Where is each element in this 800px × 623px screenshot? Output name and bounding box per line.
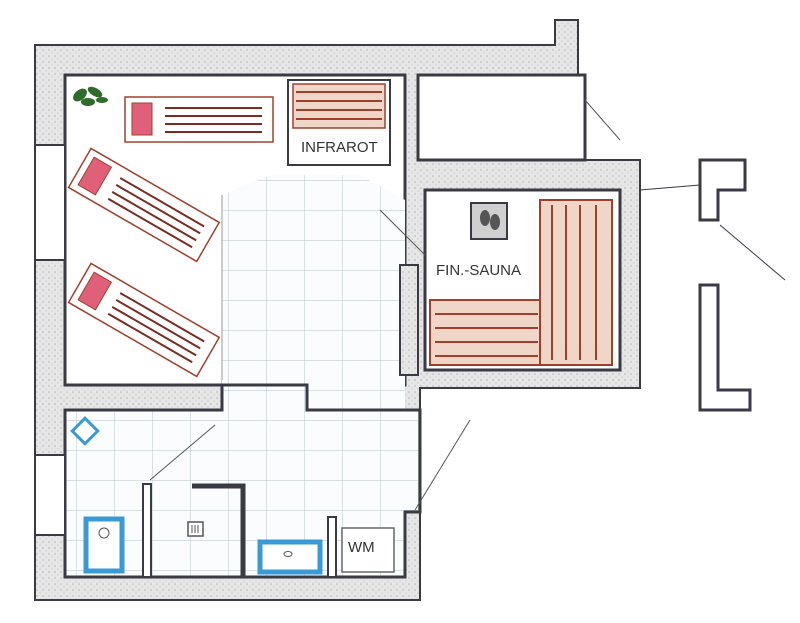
- infrared-label: INFRAROT: [301, 139, 378, 156]
- washing-machine: WM: [341, 527, 395, 573]
- plant-icon: [73, 86, 108, 106]
- floor-drain-icon: [70, 416, 100, 446]
- storage-room: [416, 73, 587, 162]
- adjacent-structure: [639, 158, 786, 412]
- sink: [257, 539, 323, 575]
- infrared-cabin: INFRAROT: [287, 79, 391, 166]
- lounger: [67, 147, 221, 263]
- shower-partition: [192, 483, 246, 577]
- toilet: [83, 516, 125, 574]
- shower-drain-icon: [187, 521, 204, 537]
- door-swing: [379, 209, 426, 256]
- door-swing: [584, 99, 621, 141]
- washing-machine-label: WM: [348, 539, 375, 556]
- window: [34, 144, 66, 536]
- door-swing: [414, 419, 471, 511]
- lounger: [124, 96, 274, 143]
- corridor-tiles: [222, 175, 405, 410]
- partition-wall: [327, 516, 337, 578]
- door-swing: [149, 424, 216, 481]
- sauna-label: FIN.-SAUNA: [436, 262, 521, 279]
- sauna-wall: [399, 264, 419, 376]
- lounger: [67, 262, 221, 378]
- partition-wall: [142, 483, 152, 578]
- sauna-bench: [429, 199, 613, 366]
- sauna-stove-icon: [470, 202, 508, 240]
